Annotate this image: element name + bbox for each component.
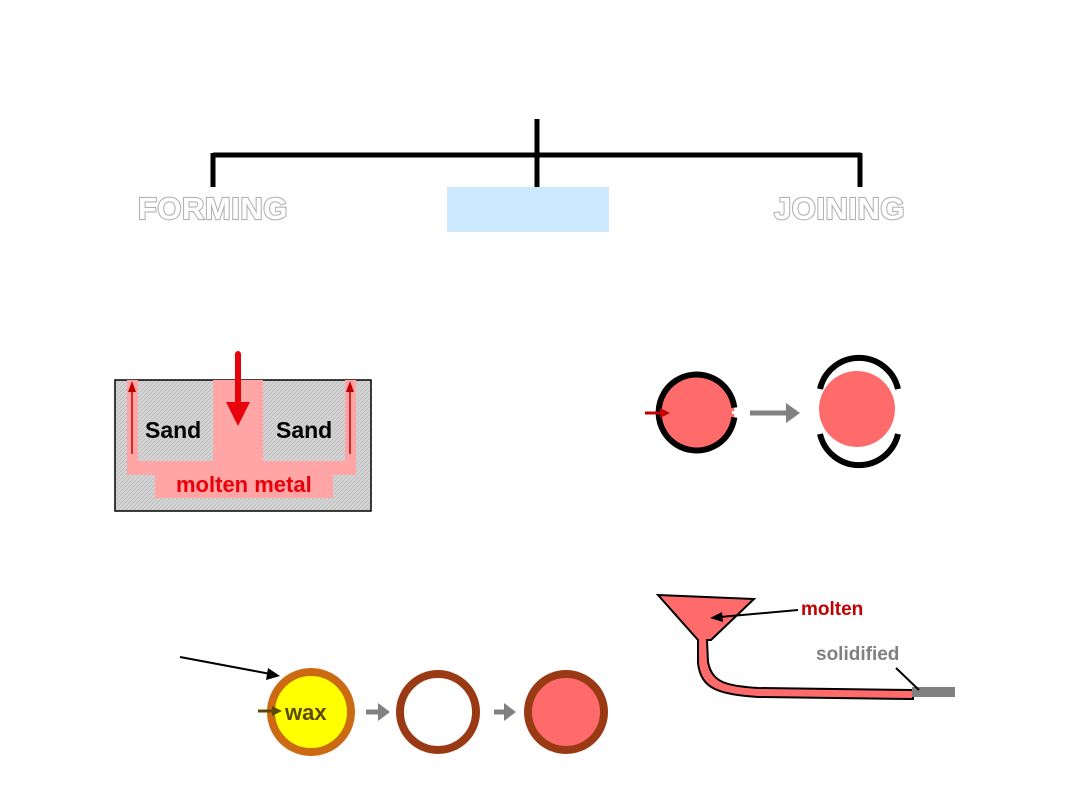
mold-top-half [817,354,901,390]
casting-highlight-box [447,187,609,232]
empty-shell-circle [396,670,480,754]
vent-arrow-left-head [128,381,136,392]
vent-arrow-right-head [346,381,354,392]
ejected-casting [819,371,895,447]
hierarchy-tree [210,119,863,187]
sand-left-label: Sand [145,417,201,443]
open-mold-arrow-head [786,403,800,423]
molten-metal-label: molten metal [176,472,312,497]
mold-bottom-half [817,433,901,469]
solidified-strand [912,687,955,697]
step-arrow-2-head [504,703,516,721]
wax-label: wax [284,700,327,725]
filled-shell-circle [524,670,608,754]
solidified-label: solidified [816,644,899,665]
pour-arrow-head [226,402,250,426]
investment-pointer-head [266,668,280,680]
investment-casting-illustration: wax [179,656,608,756]
sand-casting-illustration: Sand Sand molten metal [114,351,372,512]
continuous-casting-illustration: molten solidified [655,593,955,701]
solidified-pointer-line [895,667,920,691]
molten-label: molten [801,599,863,620]
wax-inlet-arrow-head [272,706,282,716]
closed-mold-shell [655,371,738,454]
sand-right-label: Sand [276,417,332,443]
step-arrow-1-head [378,703,390,721]
investment-pointer-line [179,656,277,676]
molten-metal-cavity [127,380,356,498]
molten-pointer-line [719,609,799,618]
closed-mold-inlet-arrow-head [660,408,670,418]
forming-label: FORMING [138,191,288,226]
permanent-mold-illustration [645,354,901,469]
molten-pointer-head [710,612,723,622]
joining-label: JOINING [774,191,905,226]
